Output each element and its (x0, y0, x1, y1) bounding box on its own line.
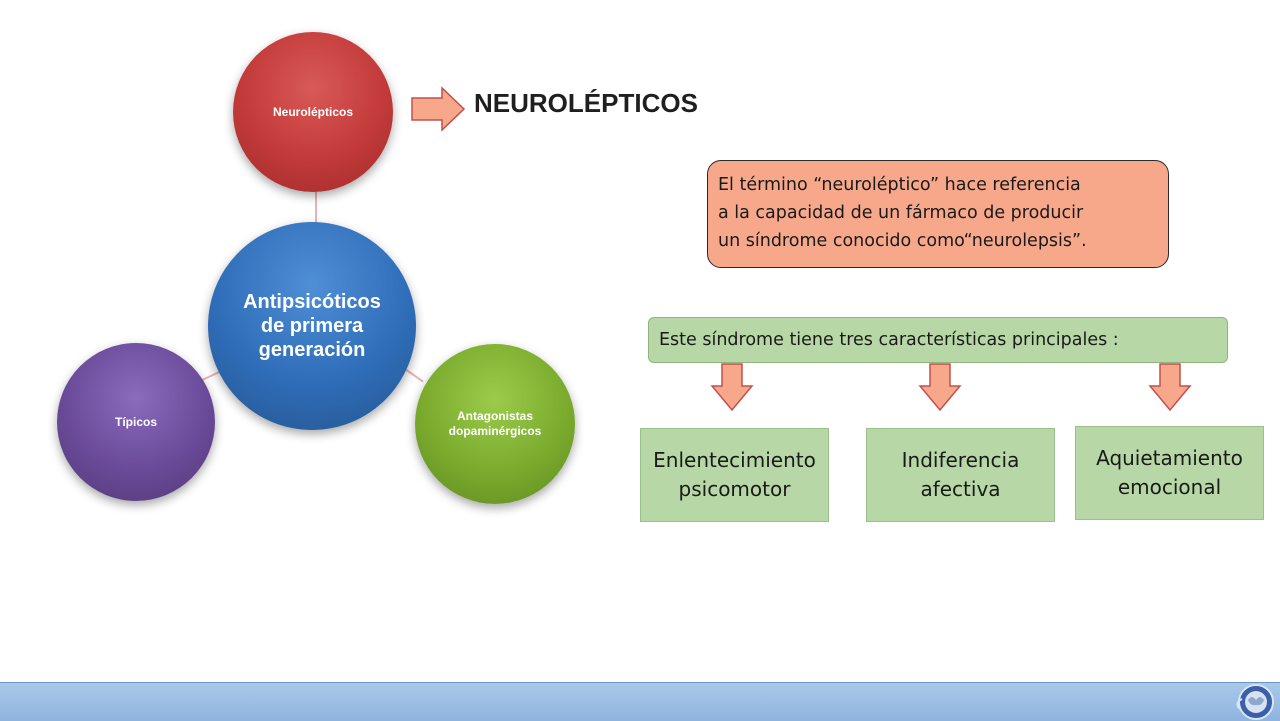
circle-antipsicoticos: Antipsicóticos de primera generación (208, 222, 416, 430)
circle-tipicos: Típicos (57, 343, 215, 501)
circle-neurolepticos: Neurolépticos (233, 32, 393, 192)
down-arrow-icon (710, 363, 754, 412)
feature-box-indiferencia: Indiferencia afectiva (866, 428, 1055, 522)
footer-bar (0, 682, 1280, 721)
down-arrow-icon (1148, 363, 1192, 412)
down-arrow-icon (918, 363, 962, 412)
right-arrow-icon (411, 86, 466, 132)
definition-box: El término “neuroléptico” hace referenci… (707, 160, 1169, 268)
circle-antagonistas-label: Antagonistas dopaminérgicos (448, 409, 542, 438)
connector-right (404, 368, 424, 383)
characteristics-banner: Este síndrome tiene tres características… (648, 317, 1228, 363)
feature-box-aquietamiento: Aquietamiento emocional (1075, 426, 1264, 520)
circle-neurolepticos-label: Neurolépticos (272, 105, 353, 119)
circle-tipicos-label: Típicos (114, 415, 157, 429)
brain-globe-icon (1236, 684, 1274, 720)
circle-antipsicoticos-label: Antipsicóticos de primera generación (243, 291, 381, 361)
circle-antagonistas: Antagonistas dopaminérgicos (415, 344, 575, 504)
characteristics-banner-text: Este síndrome tiene tres características… (659, 330, 1119, 350)
page-title: NEUROLÉPTICOS (474, 88, 698, 118)
feature-box-enlentecimiento: Enlentecimiento psicomotor (640, 428, 829, 522)
connector-top (315, 190, 317, 226)
